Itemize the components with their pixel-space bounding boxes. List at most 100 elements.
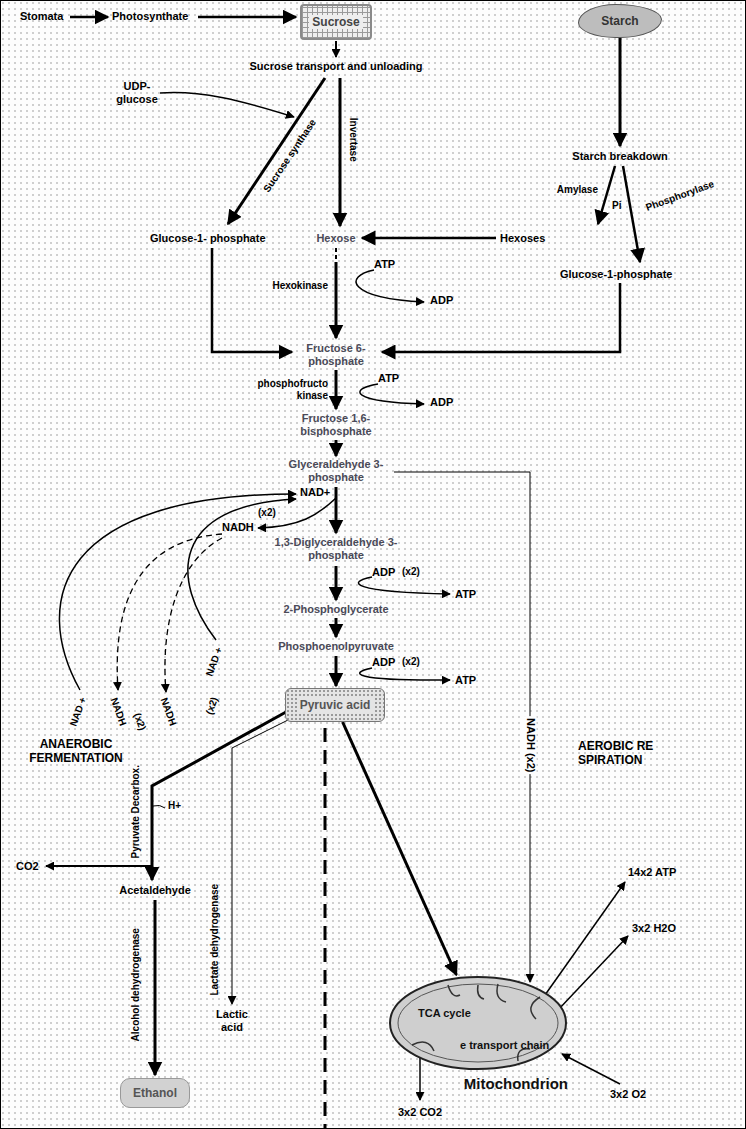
text-label: NAD + [203,646,224,678]
text-label: 3x2 O2 [610,1088,646,1101]
metabolite-label: 1,3-Diglyceraldehyde 3- phosphate [259,536,414,561]
flow-arrow [154,900,157,1075]
node-label: Ethanol [133,1086,177,1100]
text-label: H+ [168,800,181,812]
text-label: Pi [612,200,621,212]
co2-arrow [46,865,152,867]
water-out-arrow [558,936,628,1010]
flow-arrow [212,248,292,352]
text-label: ANAEROBIC FERMENTATION [16,738,136,766]
divider-line [324,728,327,1129]
text-label: ATP [455,588,476,601]
text-label: (x2) [204,696,221,717]
adp-atp-arrow [358,577,450,594]
text-label: Invertase [347,118,359,162]
text-label: ADP [372,656,395,669]
outer-membrane [390,977,566,1069]
text-label: ADP [430,294,453,307]
flow-arrow [70,16,108,19]
flow-arrow [335,41,337,57]
pyruvic-acid-box: Pyruvic acid [285,688,385,722]
text-label: Pyruvate Decarbox. [130,765,142,858]
flow-arrow [335,618,338,637]
metabolite-label: 2-Phosphoglycerate [283,603,388,616]
crista [478,985,484,999]
text-label: Hexoses [500,232,545,245]
atp-out-arrow [545,882,625,995]
crista [448,985,460,996]
text-label: NADH [158,696,179,727]
adp-atp-arrow [360,668,450,680]
text-label: Glucose-1- phosphate [150,232,266,245]
text-label: ATP [455,674,476,687]
text-label: Lactate dehydrogenase [209,884,221,996]
crista [531,997,540,1019]
text-label: NADH [108,696,129,727]
text-label: ADP [372,566,395,579]
metabolite-label: Fructose 6- phosphate [296,342,376,367]
text-label: Phosphorylase [644,178,715,213]
tca-cycle-label: TCA cycle [418,1007,471,1020]
metabolite-label: Hexose [316,232,355,245]
transport-chain-label: e transport chain [460,1039,549,1052]
crista [412,1042,434,1051]
flow-line [335,248,337,262]
flow-arrow [619,38,622,146]
text-label: Acetaldehyde [119,884,191,897]
flow-arrow [198,16,296,19]
proton-bracket [153,805,165,808]
text-label: UDP- glucose [112,80,162,105]
flow-arrow [335,487,338,533]
text-label: NADH [222,521,254,534]
node-label: Sucrose [309,15,362,29]
text-label: Photosynthate [112,10,188,23]
crista [497,984,506,1002]
starch-blob: Starch [578,4,662,38]
text-label: Hexokinase [272,280,328,292]
text-label: (x2) [402,566,420,578]
text-label: (x2) [132,712,149,733]
text-label: 14x2 ATP [628,866,676,879]
nad-return-arrow [188,499,296,640]
text-label: Amylase [557,184,598,196]
text-label: AEROBIC RE SPIRATION [578,740,678,768]
node-label: Pyruvic acid [297,698,374,712]
node-label: Starch [601,14,638,28]
text-label: (x2) [402,656,420,668]
mitochondrion: TCA cycle e transport chainMitochondrion [388,975,568,1095]
udp-glucose-arrow [160,92,294,117]
metabolite-label: Phosphoenolpyruvate [278,640,394,653]
phosphorylase-arrow [623,166,640,262]
amylase-arrow [598,166,615,224]
lactate-arrow [232,720,288,1004]
text-label: Glucose-1-phosphate [560,268,672,281]
nadh-line [394,472,530,982]
flow-arrow [335,656,338,686]
organelle-name: Mitochondrion [464,1075,568,1093]
flow-arrow [335,440,338,456]
invertase-arrow [339,78,342,226]
flow-arrow [335,370,338,409]
text-label: CO2 [16,860,39,873]
text-label: NADH (x2) [524,716,537,774]
metabolite-label: Glyceraldehyde 3- phosphate [280,458,392,483]
oxygen-in-arrow [562,1054,620,1084]
flow-arrow [382,283,620,352]
text-label: Sucrose transport and unloading [250,60,423,73]
nadh-arrow [258,498,336,528]
text-label: ATP [378,372,399,385]
text-label: 3x2 H2O [632,922,676,935]
sucrose-synthase-arrow [228,78,325,224]
atp-adp-arrow [360,384,424,404]
text-label: Lactic acid [209,1008,255,1033]
text-label: phosphofructo kinase [242,378,328,401]
sucrose-box: Sucrose [300,4,372,40]
flow-arrow [343,722,457,975]
flow-arrow [362,237,496,240]
atp-adp-arrow [356,270,424,302]
text-label: Starch breakdown [572,150,667,163]
